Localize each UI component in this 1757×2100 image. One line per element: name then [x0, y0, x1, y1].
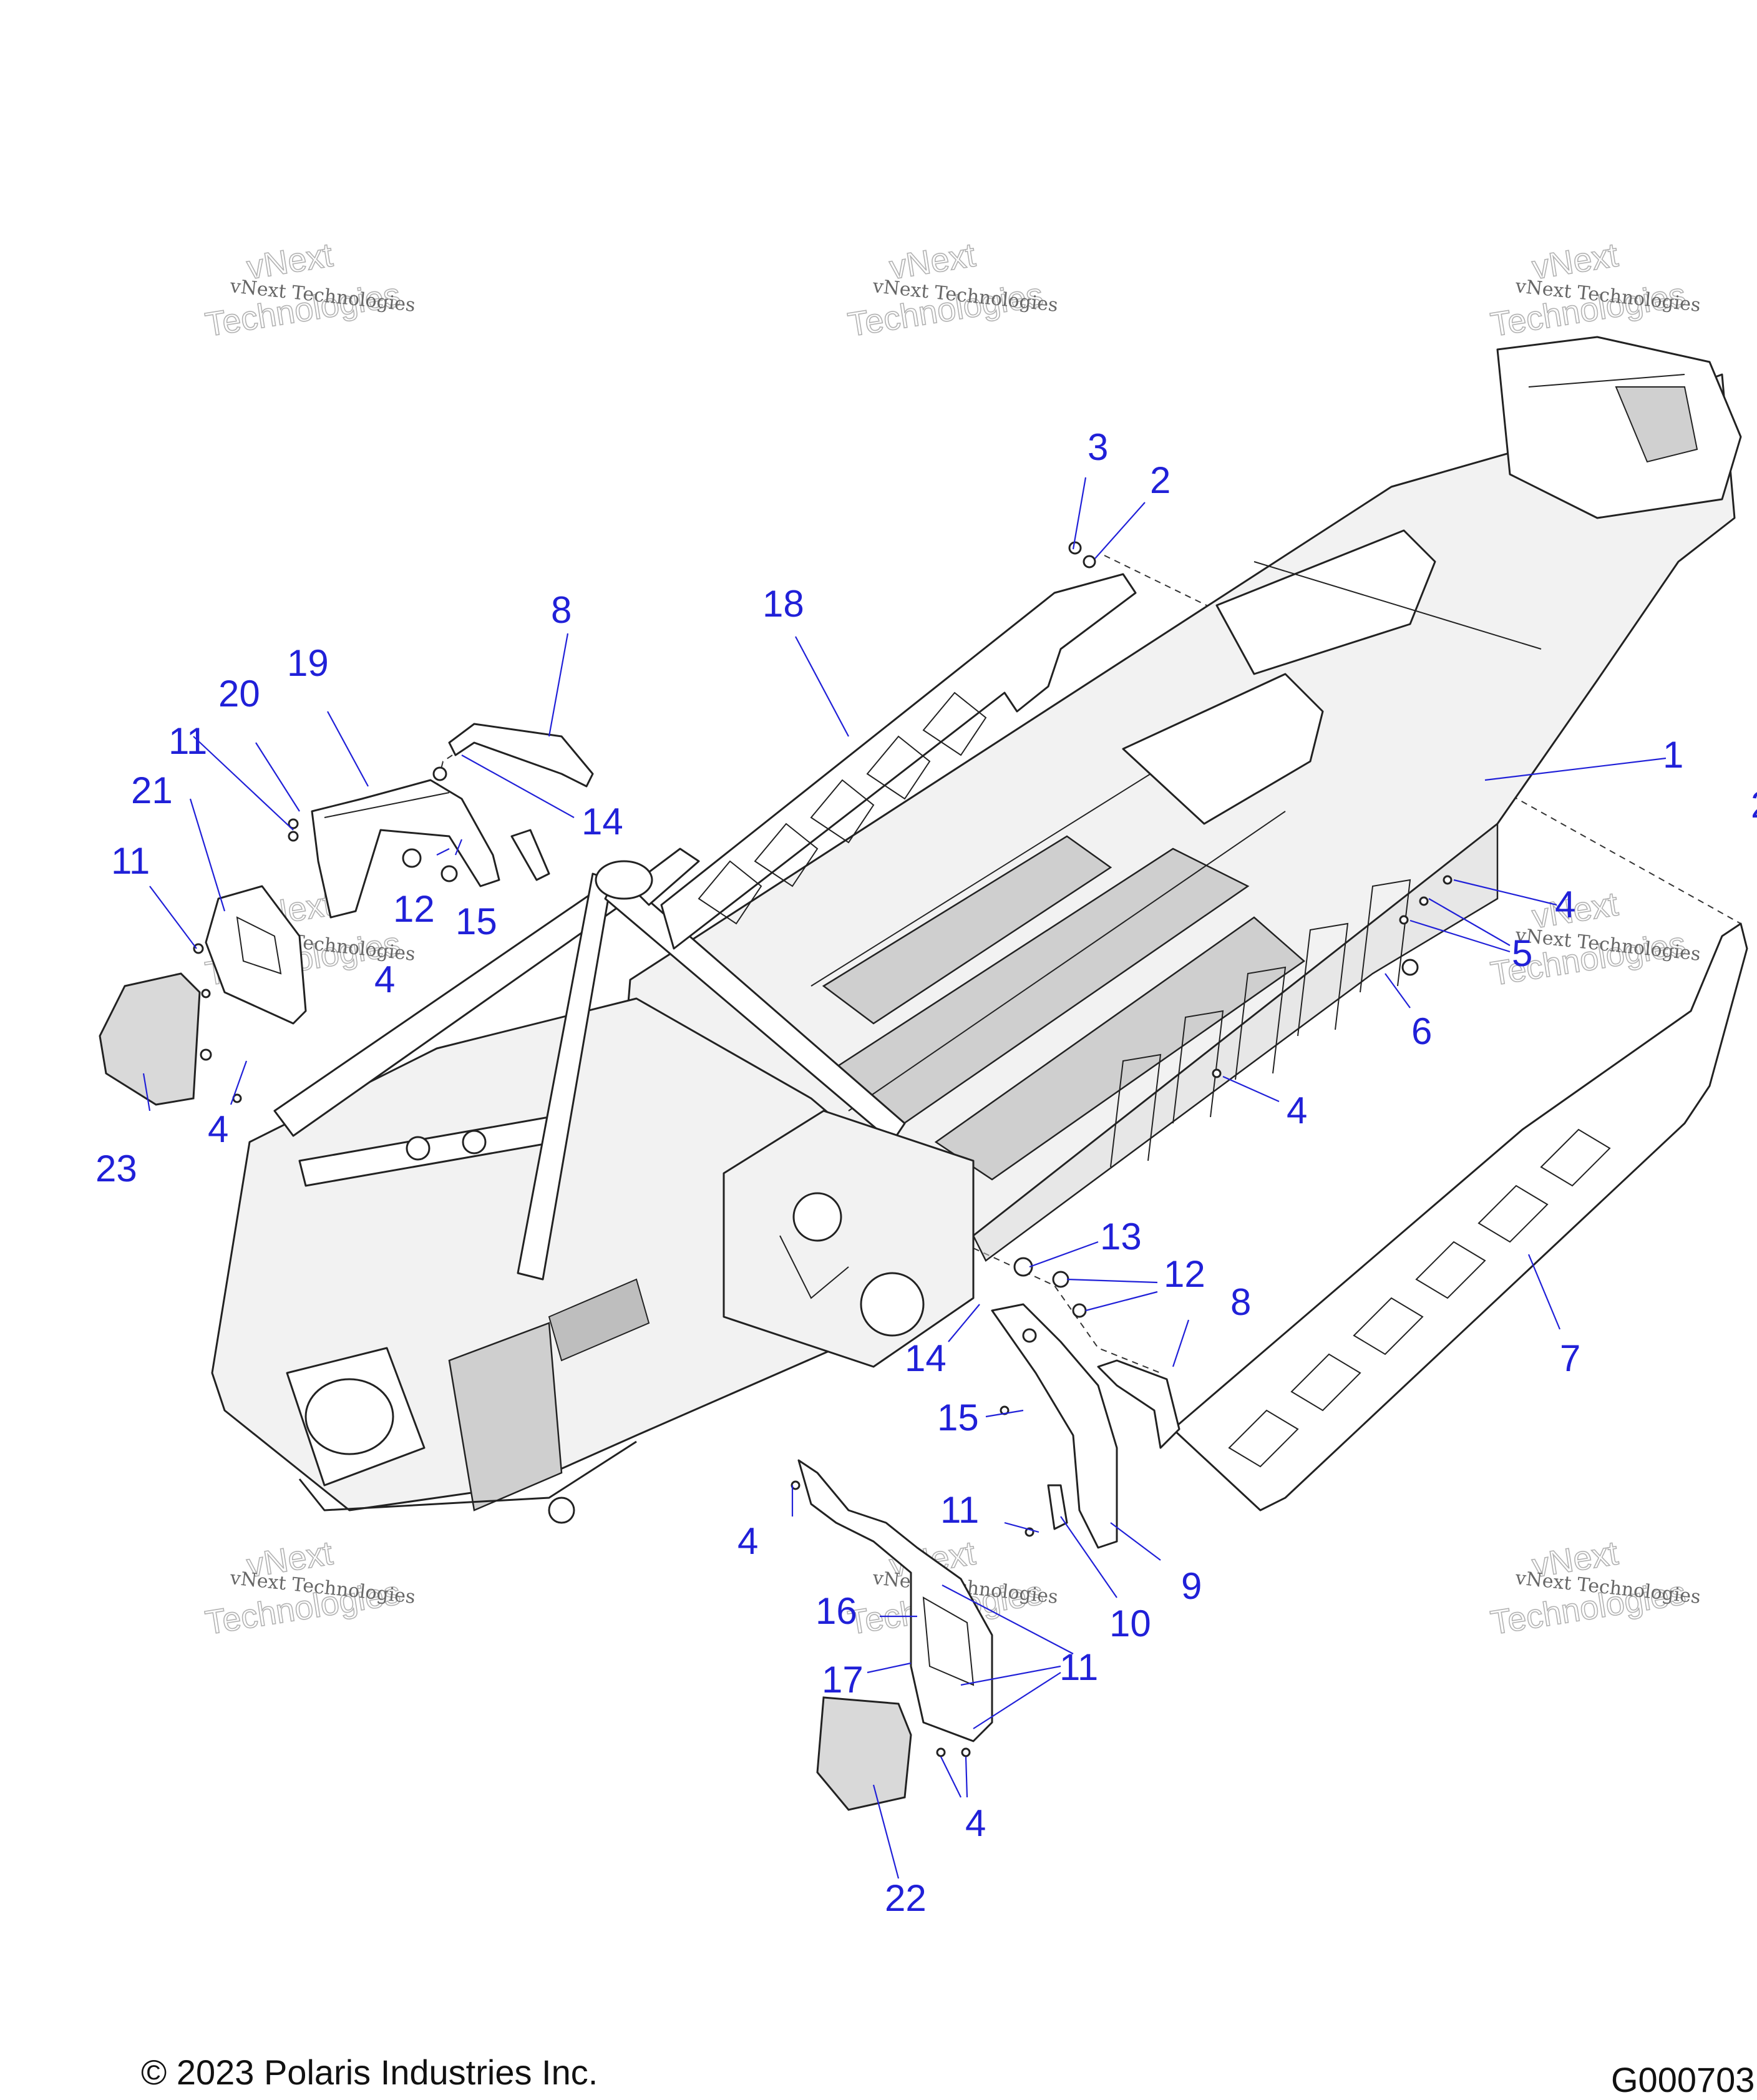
- drawing-number: G000703: [1611, 2060, 1755, 2099]
- front-bulkhead: [211, 847, 975, 1524]
- callout-16: 16: [815, 1590, 857, 1632]
- upper-grab-handle: [448, 723, 594, 788]
- callout-4: 4: [374, 959, 395, 1000]
- callout-2: 2: [1150, 459, 1171, 501]
- leader-lines: [142, 477, 1667, 1879]
- callout-11: 11: [940, 1489, 979, 1531]
- callout-4: 4: [1555, 884, 1575, 925]
- callout-10: 10: [1109, 1603, 1151, 1644]
- lower-grab-handle: [1097, 1359, 1180, 1449]
- callout-4: 4: [737, 1520, 758, 1562]
- callout-20: 20: [218, 673, 260, 715]
- callout-7: 7: [1560, 1337, 1580, 1379]
- right-side-panel: [797, 1459, 993, 1742]
- callout-21: 21: [131, 769, 173, 811]
- callout-18: 18: [762, 583, 804, 625]
- right-bumper-bracket: [991, 1303, 1118, 1549]
- callout-14: 14: [905, 1337, 947, 1379]
- left-running-board: [660, 573, 1137, 950]
- left-pad: [99, 972, 201, 1106]
- callout-14: 14: [582, 801, 623, 842]
- callout-19: 19: [287, 642, 329, 684]
- callout-5: 5: [1512, 932, 1532, 974]
- callout-15: 15: [455, 901, 497, 942]
- callout-11: 11: [168, 720, 207, 762]
- right-pad: [816, 1696, 912, 1811]
- callout-8: 8: [551, 589, 572, 631]
- callout-4: 4: [208, 1108, 228, 1150]
- callout-13: 13: [1100, 1216, 1142, 1258]
- callouts: 1 2 3 4 4 4 4 4 4 5 6 7 8 8 9 10 11 11 1…: [95, 426, 1757, 1919]
- left-side-panel: [193, 885, 307, 1061]
- callout-3: 3: [1088, 426, 1108, 468]
- callout-2-edge: 2: [1751, 784, 1757, 826]
- callout-12: 12: [393, 888, 435, 930]
- callout-11: 11: [1059, 1646, 1098, 1688]
- callout-11: 11: [111, 840, 150, 882]
- right-running-board: [1172, 922, 1748, 1512]
- callout-8: 8: [1230, 1281, 1251, 1323]
- callout-17: 17: [822, 1659, 864, 1701]
- callout-12: 12: [1164, 1253, 1205, 1295]
- callout-23: 23: [95, 1148, 137, 1189]
- callout-4: 4: [1287, 1090, 1307, 1131]
- callout-22: 22: [885, 1877, 927, 1919]
- callout-15: 15: [937, 1397, 979, 1438]
- callout-9: 9: [1181, 1565, 1202, 1607]
- copyright-notice: © 2023 Polaris Industries Inc.: [141, 2053, 598, 2092]
- left-bumper-bracket: [288, 766, 550, 919]
- callout-6: 6: [1411, 1010, 1432, 1052]
- callout-4: 4: [965, 1802, 986, 1844]
- callout-1: 1: [1663, 734, 1683, 776]
